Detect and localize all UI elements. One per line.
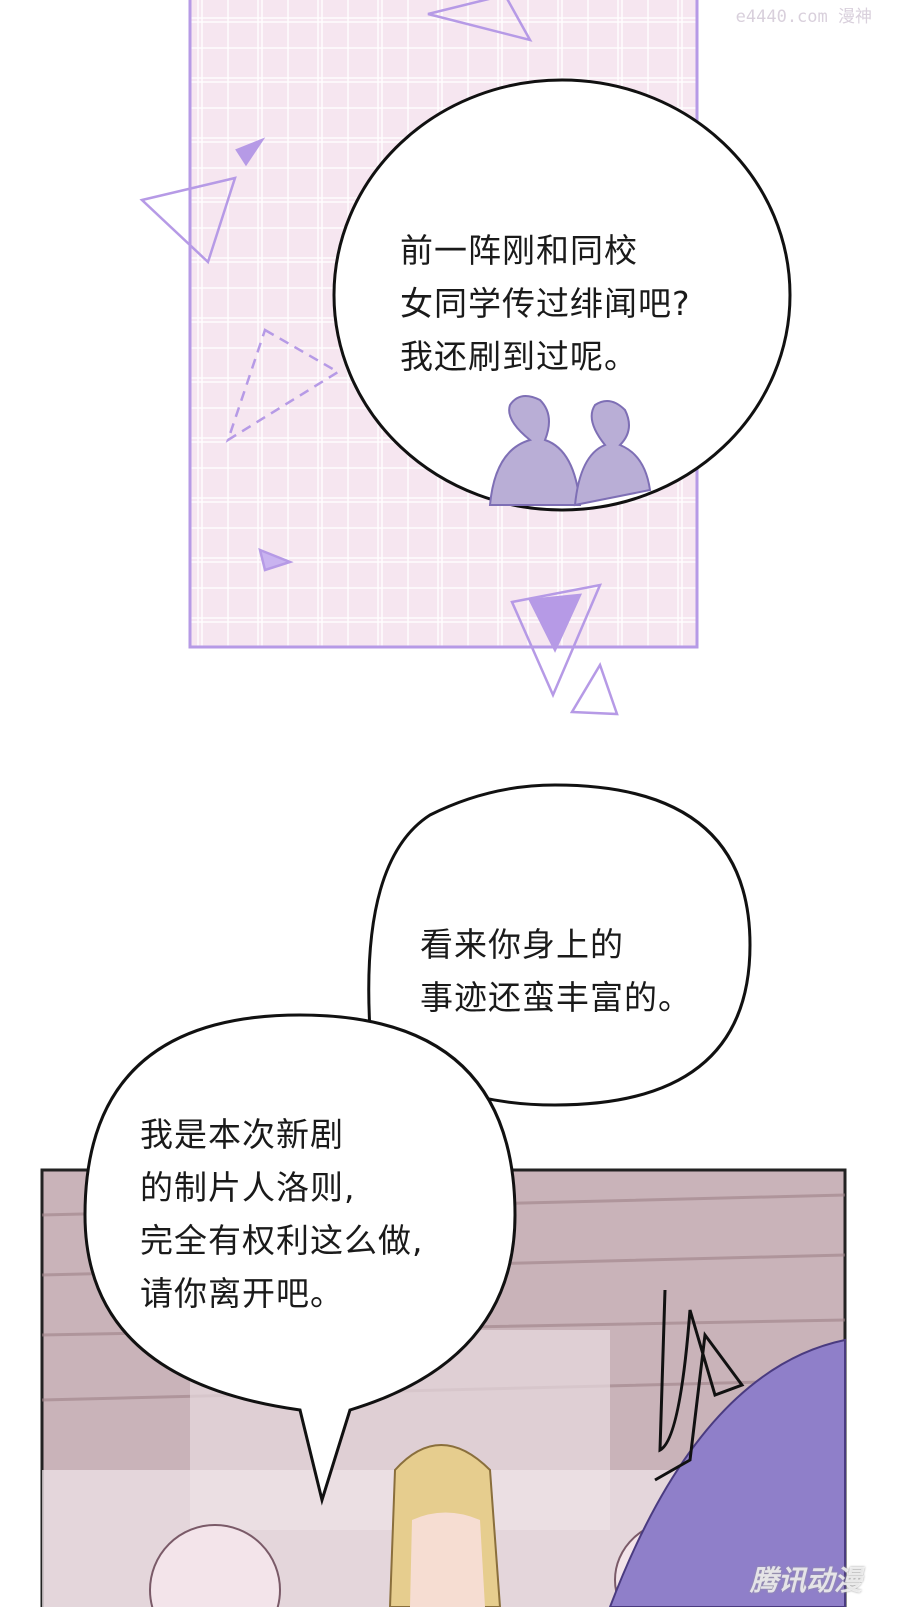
bubble-3-text: 我是本次新剧 的制片人洛则, 完全有权利这么做, 请你离开吧。 <box>140 1108 424 1320</box>
bubble-line: 事迹还蛮丰富的。 <box>420 978 692 1017</box>
bubble-line: 的制片人洛则, <box>140 1168 356 1207</box>
bubble-line: 我还刷到过呢。 <box>400 337 638 376</box>
silhouette-figures <box>488 395 652 507</box>
speech-bubble-3 <box>83 1013 517 1506</box>
purple-hair-character <box>608 1338 846 1607</box>
bubble-line: 请你离开吧。 <box>140 1274 344 1313</box>
bubble-line: 前一阵刚和同校 <box>400 231 638 270</box>
squiggle-effect <box>654 1289 745 1482</box>
bubble-line: 我是本次新剧 <box>140 1115 344 1154</box>
bubble-2-text: 看来你身上的 事迹还蛮丰富的。 <box>420 918 692 1024</box>
decorative-triangles <box>139 0 619 716</box>
blond-character <box>388 1444 502 1607</box>
bubble-line: 看来你身上的 <box>420 925 624 964</box>
bubble-1-text: 前一阵刚和同校 女同学传过绯闻吧? 我还刷到过呢。 <box>400 224 691 383</box>
publisher-logo: 腾讯动漫 <box>749 1564 862 1597</box>
background-figure <box>149 1524 281 1607</box>
bubble-line: 女同学传过绯闻吧? <box>400 284 691 323</box>
speech-bubble-1 <box>332 78 792 512</box>
watermark: e4440.com 漫神 <box>735 7 872 27</box>
bubble-line: 完全有权利这么做, <box>140 1221 424 1260</box>
